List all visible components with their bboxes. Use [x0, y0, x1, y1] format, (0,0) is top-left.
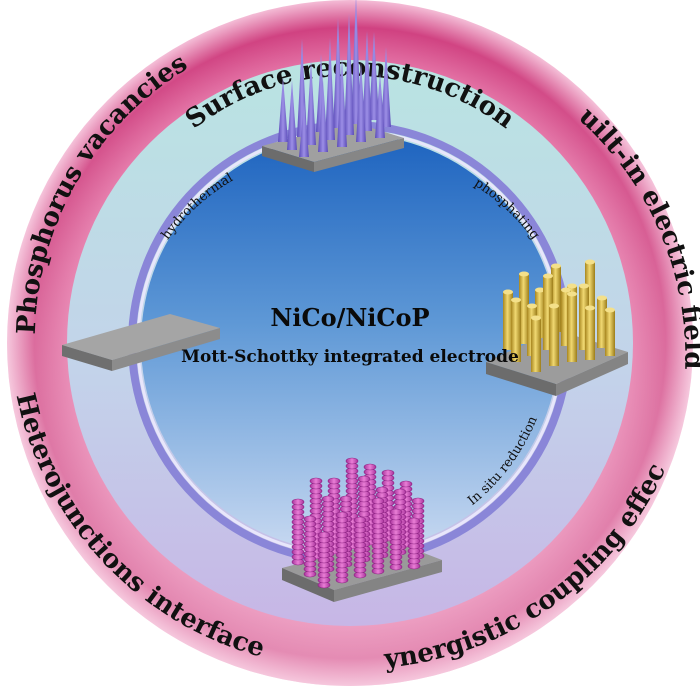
nanorod: [519, 274, 529, 344]
nanospike: [362, 31, 372, 131]
nanocoil-turn: [291, 498, 305, 506]
nanorod: [535, 290, 545, 338]
nanorod-cap: [503, 289, 513, 295]
center-disc: [141, 134, 559, 552]
nanocoil-turn: [399, 480, 413, 488]
nanospike: [356, 62, 366, 142]
nanorod: [597, 298, 607, 348]
nanorod-cap: [567, 291, 577, 297]
nanorod-array: [486, 259, 628, 396]
nanorod: [551, 266, 561, 332]
spike-array: [262, 0, 404, 172]
nanorod-cap: [579, 283, 589, 289]
nanocoil: [353, 516, 367, 579]
nanospike: [369, 32, 379, 120]
nanorod-cap: [531, 315, 541, 321]
bare-substrate: [62, 314, 220, 371]
nanocoil-turn: [393, 488, 407, 496]
nanorod-cap: [549, 303, 559, 309]
nanocoil: [371, 497, 385, 575]
nanocoil-turn: [353, 516, 367, 524]
nanocoil: [303, 515, 317, 578]
nanospike: [344, 13, 354, 135]
nanorod: [503, 292, 513, 350]
nanocoil-turn: [381, 469, 395, 477]
nanospike: [287, 80, 297, 150]
nanorod-cap: [551, 263, 561, 269]
nanocoil: [407, 517, 421, 570]
nanorod: [567, 294, 577, 362]
nanocoil-turn: [357, 475, 371, 483]
nanospike: [306, 60, 316, 145]
nanorod-cap: [585, 305, 595, 311]
nanorod: [543, 276, 553, 350]
nanospike: [351, 0, 361, 124]
nanocoil-turn: [317, 531, 331, 539]
nanocoil-turn: [303, 515, 317, 523]
nanorod: [585, 308, 595, 360]
nanocoil: [317, 531, 331, 589]
nanocoil: [335, 511, 349, 584]
nanospike: [325, 38, 335, 140]
nanocoil-turn: [321, 495, 335, 503]
nanospike: [381, 47, 391, 127]
nanocoil-turn: [389, 508, 403, 516]
nanocoil-turn: [345, 457, 359, 465]
nanocoil: [389, 508, 403, 571]
nanorod-cap: [567, 283, 577, 289]
nanorod-cap: [535, 287, 545, 293]
nanospike: [337, 57, 347, 147]
nanorod-cap: [605, 307, 615, 313]
nanocoil-turn: [411, 497, 425, 505]
center-subtitle: Mott-Schottky integrated electrode: [181, 347, 519, 367]
nanocoil-turn: [327, 477, 341, 485]
nanocoil-turn: [335, 511, 349, 519]
nanorod: [605, 310, 615, 356]
nanorod: [561, 290, 571, 346]
nanocoil-turn: [407, 517, 421, 525]
nanospike: [375, 73, 385, 138]
nanocoil-turn: [363, 463, 377, 471]
nanorod-cap: [561, 287, 571, 293]
nanorod: [511, 300, 521, 362]
nanorod-cap: [597, 295, 607, 301]
nanocoil-turn: [371, 497, 385, 505]
nanospike: [278, 77, 288, 142]
nanorod: [531, 318, 541, 372]
nanorod-cap: [511, 297, 521, 303]
center-title: NiCo/NiCoP: [270, 303, 429, 332]
nanorod: [585, 262, 595, 334]
nanorod-cap: [527, 303, 537, 309]
nanorod: [579, 286, 589, 350]
nanocoil-turn: [339, 495, 353, 503]
nanorod-cap: [585, 259, 595, 265]
nanocoil-turn: [375, 486, 389, 494]
nanorod-cap: [543, 273, 553, 279]
coil-array: [282, 457, 442, 602]
nanospike: [299, 101, 309, 157]
nanorod: [549, 306, 559, 366]
nanocoil-turn: [309, 477, 323, 485]
nanospike: [318, 80, 328, 152]
nanocoil: [291, 498, 305, 566]
nanorod-cap: [519, 271, 529, 277]
